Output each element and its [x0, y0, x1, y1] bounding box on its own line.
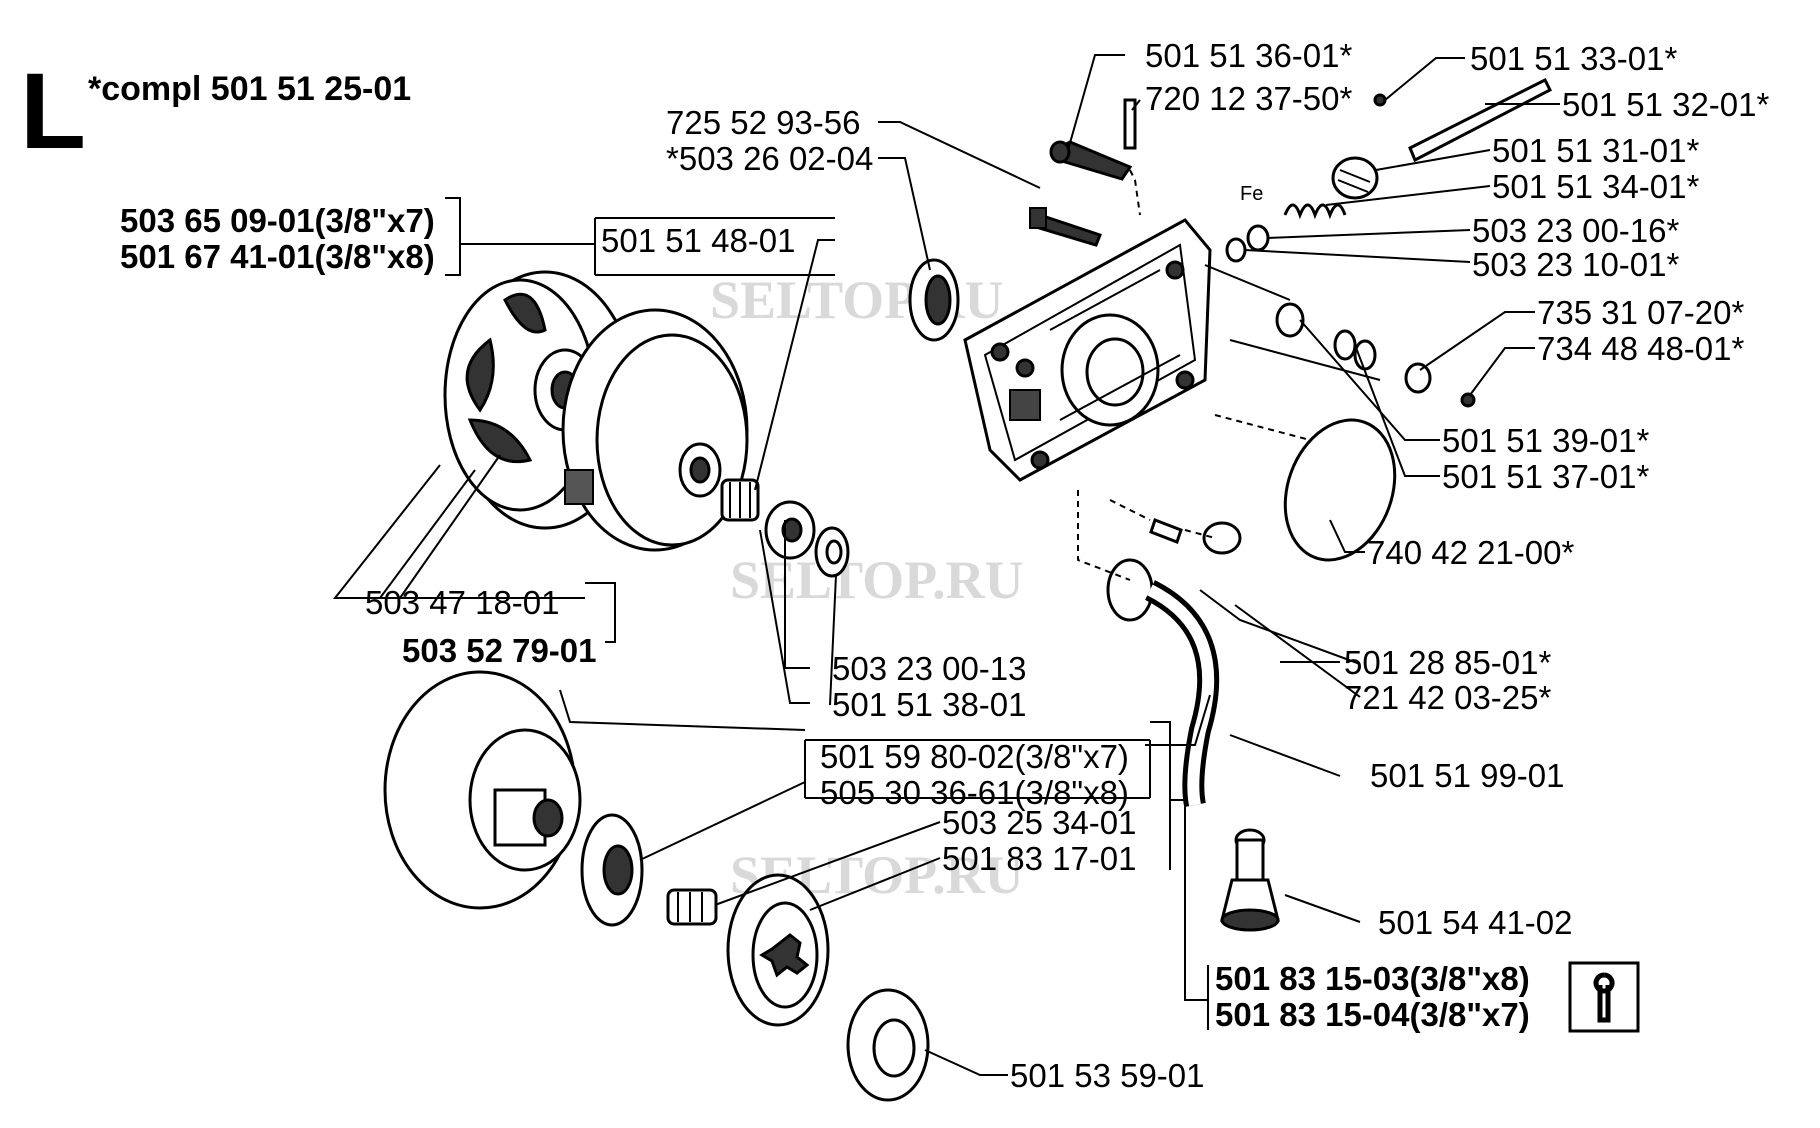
oil-filter-drawing	[1220, 828, 1280, 932]
part-label-501674101: 501 67 41-01(3/8"x8)	[120, 238, 435, 275]
leader-lines	[332, 54, 1560, 1076]
clutch-assembly-drawing	[443, 270, 850, 578]
part-label-725529356: 725 52 93-56	[666, 104, 861, 141]
part-label-501513601: 501 51 36-01*	[1145, 37, 1353, 74]
fe-label: Fe	[1240, 183, 1263, 205]
part-label-501519901: 501 51 99-01	[1370, 757, 1565, 794]
part-label-505303661: 505 30 36-61(3/8"x8)	[820, 774, 1129, 811]
part-label-503253401: 503 25 34-01	[942, 804, 1137, 841]
wrench-tool-box	[1568, 961, 1640, 1033]
part-label-501513401: 501 51 34-01*	[1492, 168, 1700, 205]
part-label-735310720: 735 31 07-20*	[1537, 294, 1745, 331]
part-label-734484801: 734 48 48-01*	[1537, 330, 1745, 367]
part-label-501831503: 501 83 15-03(3/8"x8)	[1215, 960, 1530, 997]
compl-note: *compl 501 51 25-01	[88, 70, 411, 108]
part-label-740422100: 740 42 21-00*	[1367, 534, 1575, 571]
part-label-501288501: 501 28 85-01*	[1344, 644, 1552, 681]
part-label-501514801: 501 51 48-01	[601, 222, 796, 259]
part-label-503471801: 503 47 18-01	[365, 584, 560, 621]
part-label-501535901: 501 53 59-01	[1010, 1057, 1205, 1094]
part-label-501513301: 501 51 33-01*	[1470, 40, 1678, 77]
part-label-501598002: 501 59 80-02(3/8"x7)	[820, 738, 1129, 775]
oil-pump-housing-drawing	[963, 218, 1212, 482]
watermark-1: SELTOP.RU	[710, 270, 1004, 330]
part-label-503231001: 503 23 10-01*	[1472, 246, 1680, 283]
part-label-501544102: 501 54 41-02	[1378, 904, 1573, 941]
part-label-503230013: 503 23 00-13	[832, 650, 1027, 687]
part-label-501513901: 501 51 39-01*	[1442, 422, 1650, 459]
part-label-503650901: 503 65 09-01(3/8"x7)	[120, 202, 435, 239]
part-label-501513201: 501 51 32-01*	[1562, 86, 1770, 123]
part-label-501513101: 501 51 31-01*	[1492, 132, 1700, 169]
part-label-501831504: 501 83 15-04(3/8"x7)	[1215, 996, 1530, 1033]
small-parts-top	[1029, 77, 1553, 562]
part-label-720123750: 720 12 37-50*	[1145, 80, 1353, 117]
rim-sprocket-assembly-drawing	[383, 670, 930, 1102]
part-label-503260204: *503 26 02-04	[666, 140, 873, 177]
section-letter: L	[20, 50, 86, 171]
oil-seal-drawing	[908, 258, 960, 342]
watermark-2: SELTOP.RU	[730, 550, 1024, 610]
part-label-501831701: 501 83 17-01	[942, 840, 1137, 877]
brackets	[445, 197, 1209, 1030]
part-label-503527901: 503 52 79-01	[402, 632, 597, 669]
part-label-503230016: 503 23 00-16*	[1472, 212, 1680, 249]
part-label-501513801: 501 51 38-01	[832, 686, 1027, 723]
wrench-icon	[1593, 972, 1615, 1023]
part-label-721420325: 721 42 03-25*	[1344, 679, 1552, 716]
part-label-501513701: 501 51 37-01*	[1442, 458, 1650, 495]
